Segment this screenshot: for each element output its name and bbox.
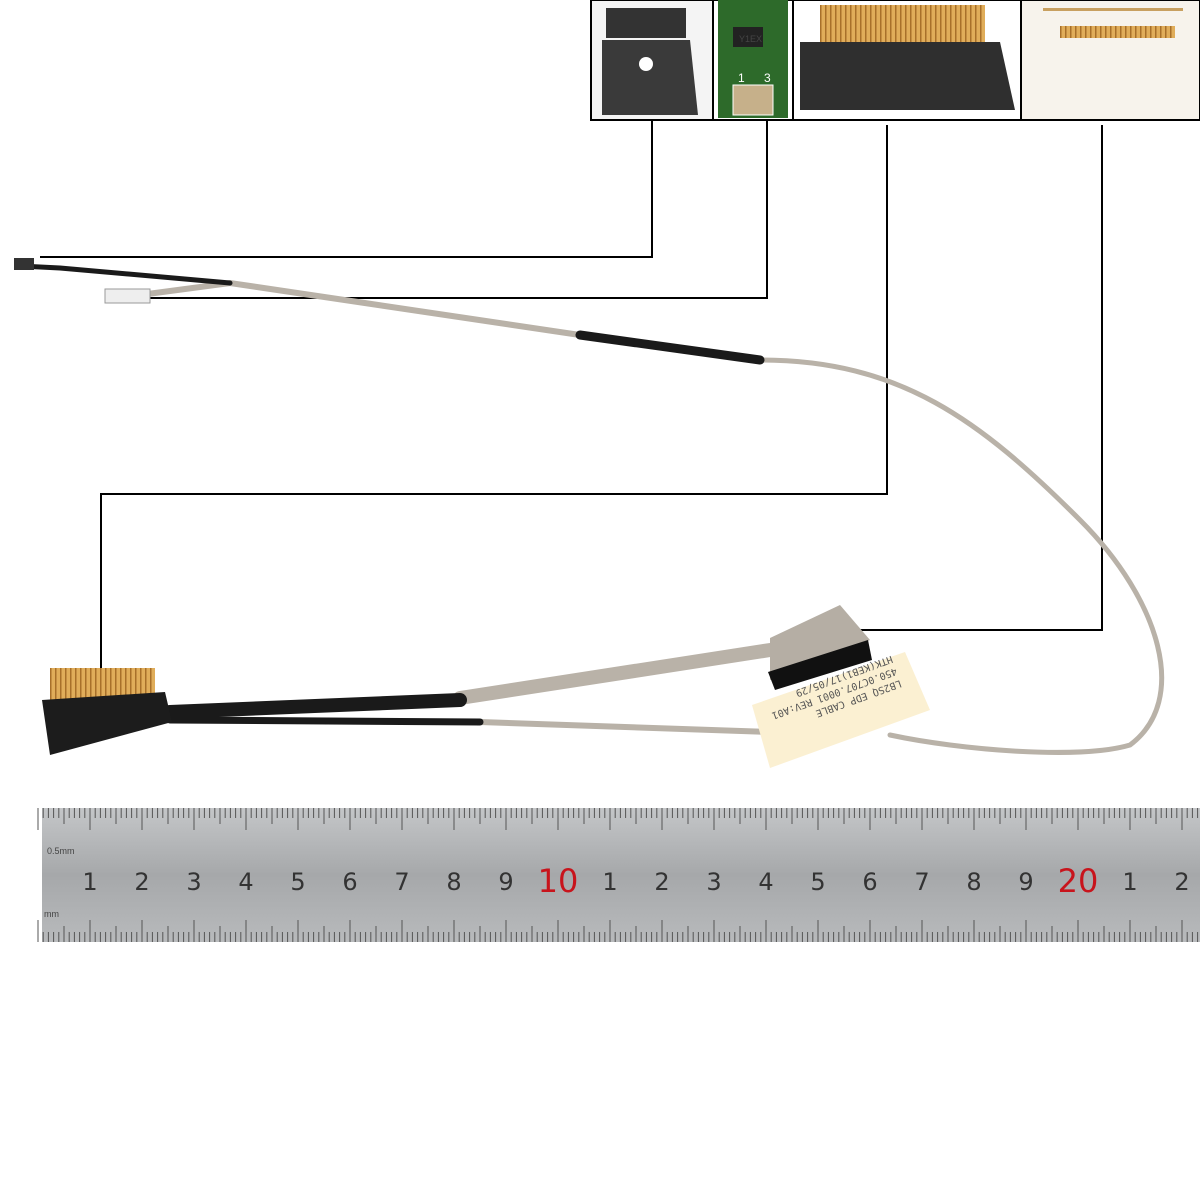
- camera-connector: [14, 258, 34, 270]
- ruler-number: 1: [602, 868, 617, 896]
- leader-lines: [40, 120, 1103, 690]
- ruler-number: 9: [498, 868, 513, 896]
- ruler-number: 7: [914, 868, 929, 896]
- pin-label: 3: [764, 71, 771, 85]
- ruler-unit-top: 0.5mm: [47, 846, 75, 856]
- ruler-number: 20: [1058, 862, 1099, 900]
- ruler-unit-bottom: mm: [44, 909, 59, 919]
- ruler-number: 8: [966, 868, 981, 896]
- ruler-number: 2: [654, 868, 669, 896]
- ruler-number: 2: [1174, 868, 1189, 896]
- lcd-cable: [17, 263, 1165, 755]
- ruler-number: 7: [394, 868, 409, 896]
- ruler-number: 1: [1122, 868, 1137, 896]
- inset-board-connector: [1020, 0, 1200, 121]
- ruler-number: 3: [186, 868, 201, 896]
- connector-icon: [606, 8, 686, 38]
- ruler-number: 6: [862, 868, 877, 896]
- detail-insets: Y1EX 1 3: [590, 0, 1200, 121]
- ruler-number: 5: [810, 868, 825, 896]
- ruler-number: 9: [1018, 868, 1033, 896]
- ruler-number: 1: [82, 868, 97, 896]
- ruler-number: 6: [342, 868, 357, 896]
- lcd-connector: [42, 668, 172, 755]
- ruler-number: 4: [758, 868, 773, 896]
- pin-label: 1: [738, 71, 745, 85]
- ruler: 0.5mm mm 1 2 3 4 5 6 7 8 9 10 1 2 3 4 5 6 7 8 9 20 1 2: [37, 808, 1200, 942]
- chip-marking: Y1EX: [739, 34, 762, 44]
- ruler-number: 5: [290, 868, 305, 896]
- ruler-number: 10: [538, 862, 579, 900]
- board-connector: LB2SQ EDP CABLE 450.0C707.0001 REV:A01 H…: [752, 605, 930, 768]
- ruler-number: 4: [238, 868, 253, 896]
- ruler-number: 3: [706, 868, 721, 896]
- ruler-number: 2: [134, 868, 149, 896]
- ruler-number: 8: [446, 868, 461, 896]
- pcb-connector: [104, 288, 151, 304]
